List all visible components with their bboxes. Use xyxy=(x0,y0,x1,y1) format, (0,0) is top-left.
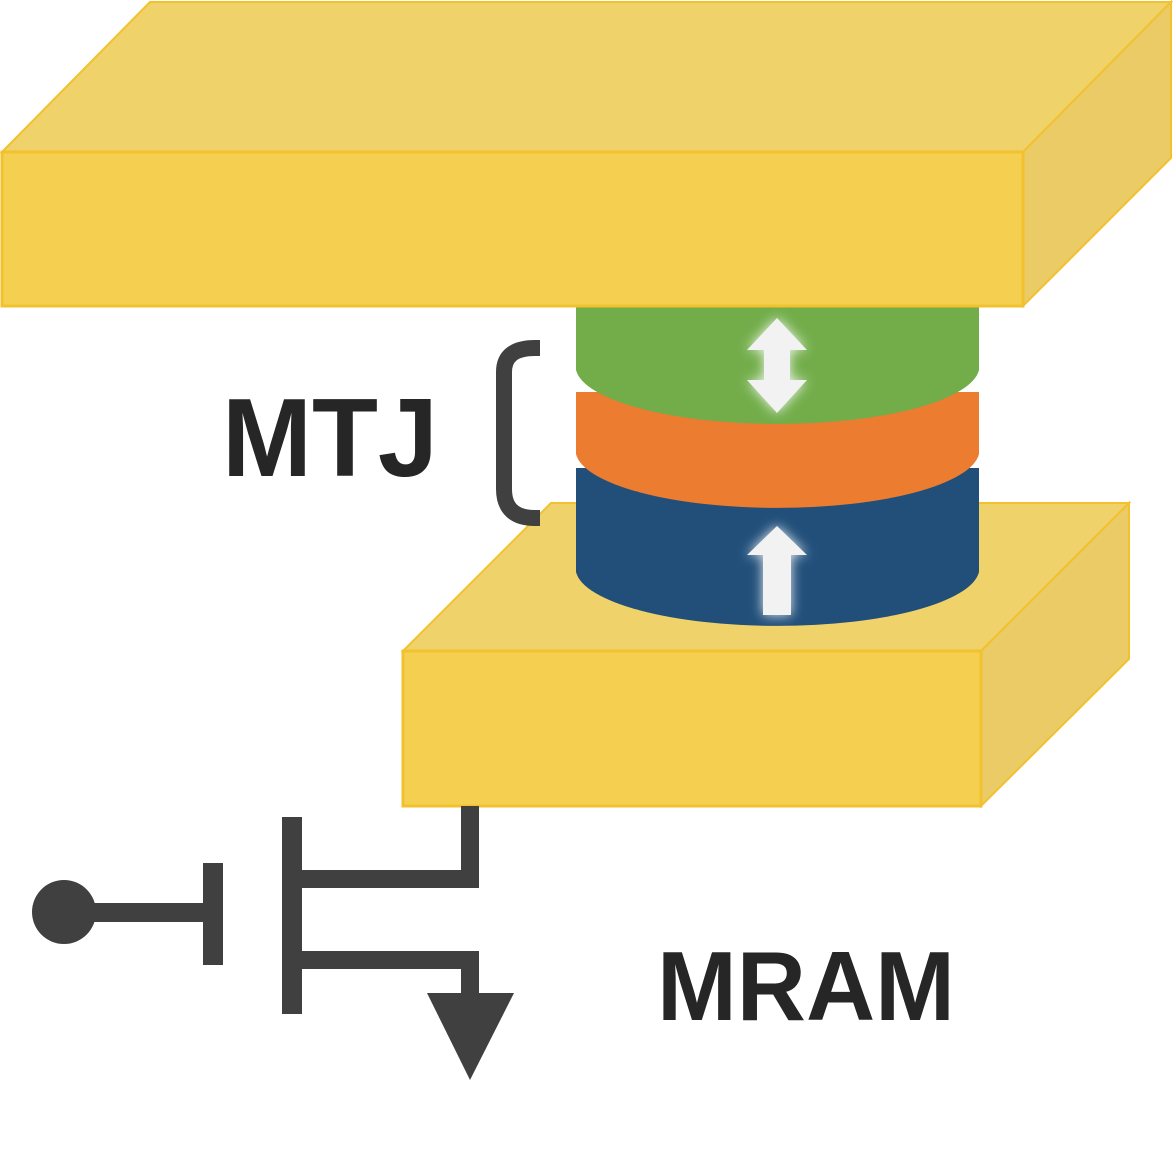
top-electrode-top-face xyxy=(0,1,1173,153)
access-transistor xyxy=(32,806,514,1080)
top-electrode xyxy=(0,0,1173,309)
arrow-up-icon xyxy=(747,526,807,615)
mtj-pillar xyxy=(576,305,979,626)
gate-lead xyxy=(80,903,212,922)
ground-triangle-icon xyxy=(427,993,514,1080)
double-arrow-up-down-icon xyxy=(747,318,807,413)
barrier-layer xyxy=(576,392,979,508)
top-electrode-front-face xyxy=(0,150,1025,308)
bottom-electrode-front-face xyxy=(401,649,983,808)
mram-label: MRAM xyxy=(657,931,955,1041)
gate-plate xyxy=(203,863,223,965)
mtj-bracket xyxy=(496,340,540,526)
drain-wire xyxy=(292,806,479,888)
word-line-terminal xyxy=(32,880,96,944)
source-wire xyxy=(292,951,479,996)
mtj-label: MTJ xyxy=(222,376,438,500)
channel-plate xyxy=(282,817,302,1014)
